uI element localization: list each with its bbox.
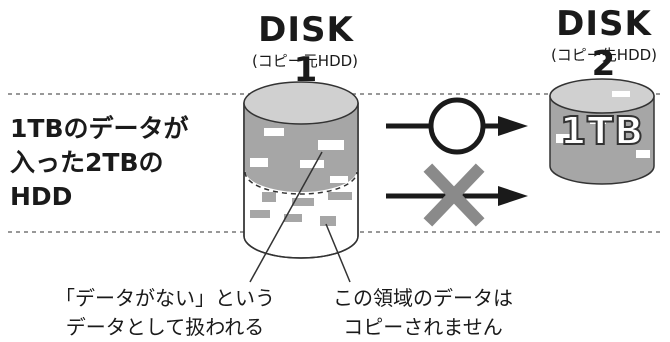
disk2-title: DISK 2 xyxy=(556,4,652,84)
no-copy-arrow xyxy=(386,186,528,206)
leader-line-right xyxy=(325,223,351,283)
ok-circle-icon xyxy=(428,97,486,155)
disk1-subtitle: (コピー元HDD) xyxy=(251,52,359,70)
source-hdd-label-line1: 1TBのデータが xyxy=(10,114,189,143)
not-copied-note-line2: コピーされません xyxy=(343,315,503,339)
not-copied-note-line1: この領域のデータは xyxy=(333,286,513,310)
empty-data-note: 「データがない」という データとして扱われる xyxy=(30,284,300,342)
disk1-title: DISK 1 xyxy=(258,10,354,90)
leader-line-left xyxy=(249,151,323,283)
cross-icon xyxy=(423,163,485,227)
not-copied-note: この領域のデータは コピーされません xyxy=(308,284,538,342)
source-hdd-label-line2: 入った2TBの xyxy=(10,148,164,177)
disk2-cylinder xyxy=(549,78,655,185)
disk1-cylinder xyxy=(243,81,359,259)
disk2-subtitle: (コピー先HDD) xyxy=(550,46,658,64)
source-hdd-label: 1TBのデータが 入った2TBの HDD xyxy=(10,112,240,214)
source-hdd-label-line3: HDD xyxy=(10,182,73,211)
empty-data-note-line1: 「データがない」という xyxy=(55,286,275,310)
empty-data-note-line2: データとして扱われる xyxy=(65,315,265,339)
disk2-capacity-label: 1TB xyxy=(559,108,645,154)
